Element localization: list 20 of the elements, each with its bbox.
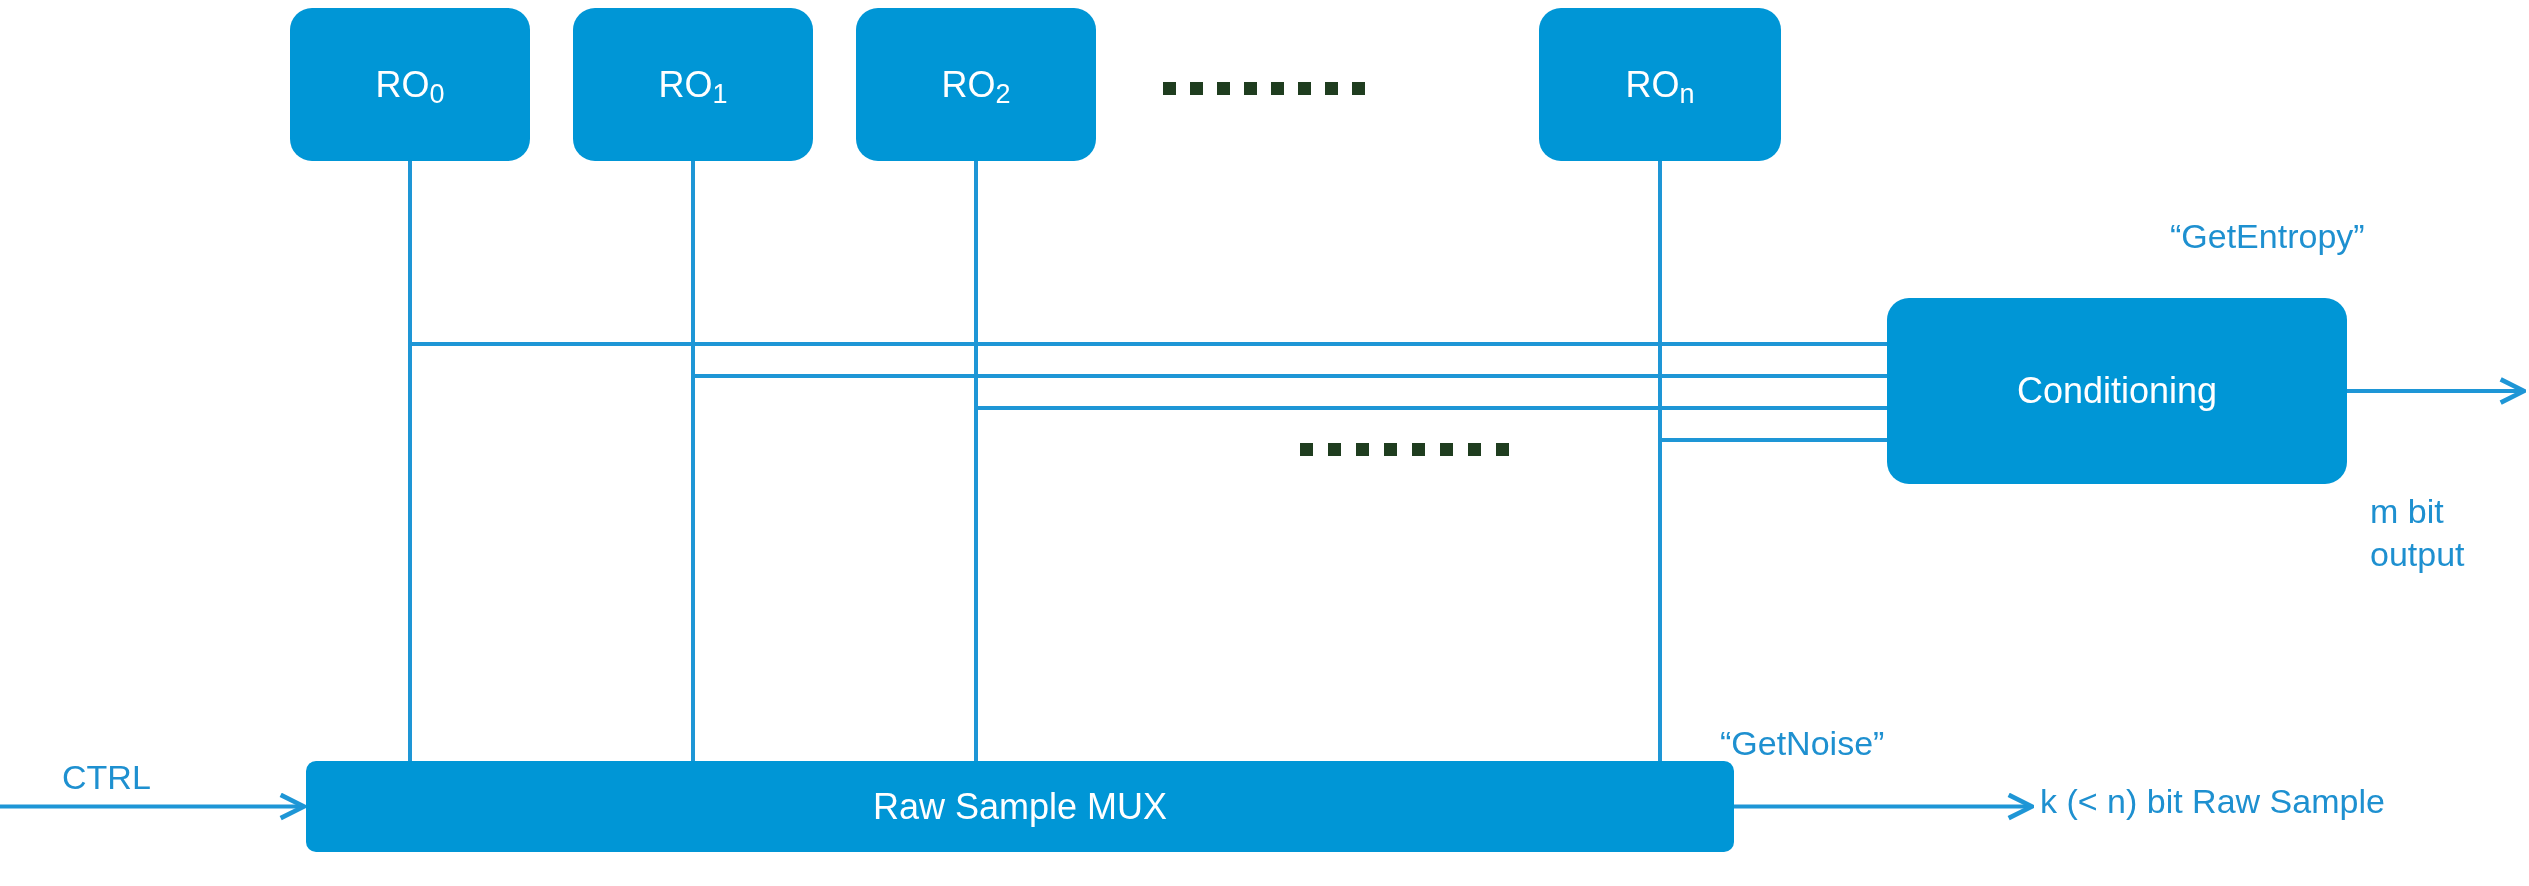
mux-block	[306, 761, 1734, 852]
box-label: Raw Sample MUX	[872, 784, 1168, 829]
process-box	[1539, 8, 1781, 161]
box-label: Conditioning	[2016, 369, 2218, 413]
signal-line	[1658, 161, 1887, 442]
signal-label: m bit output	[2370, 491, 2466, 575]
box-label: RO$_{n}$	[1625, 62, 1695, 112]
signal-label: “GetEntropy”	[2170, 216, 2366, 257]
process-box	[290, 8, 530, 161]
process-box	[856, 8, 1096, 161]
signal-label: “GetNoise”	[1720, 723, 1886, 764]
output-label: k (< n) bit Raw Sample	[2040, 780, 2440, 880]
arrow	[0, 792, 307, 821]
box-label: RO$_{1}$	[658, 62, 728, 112]
process-box	[573, 8, 813, 161]
process-box	[1887, 298, 2347, 484]
arrow	[1734, 792, 2035, 821]
box-label: RO$_{0}$	[375, 62, 445, 112]
arrow	[2347, 377, 2527, 405]
box-label: RO$_{2}$	[941, 62, 1011, 112]
